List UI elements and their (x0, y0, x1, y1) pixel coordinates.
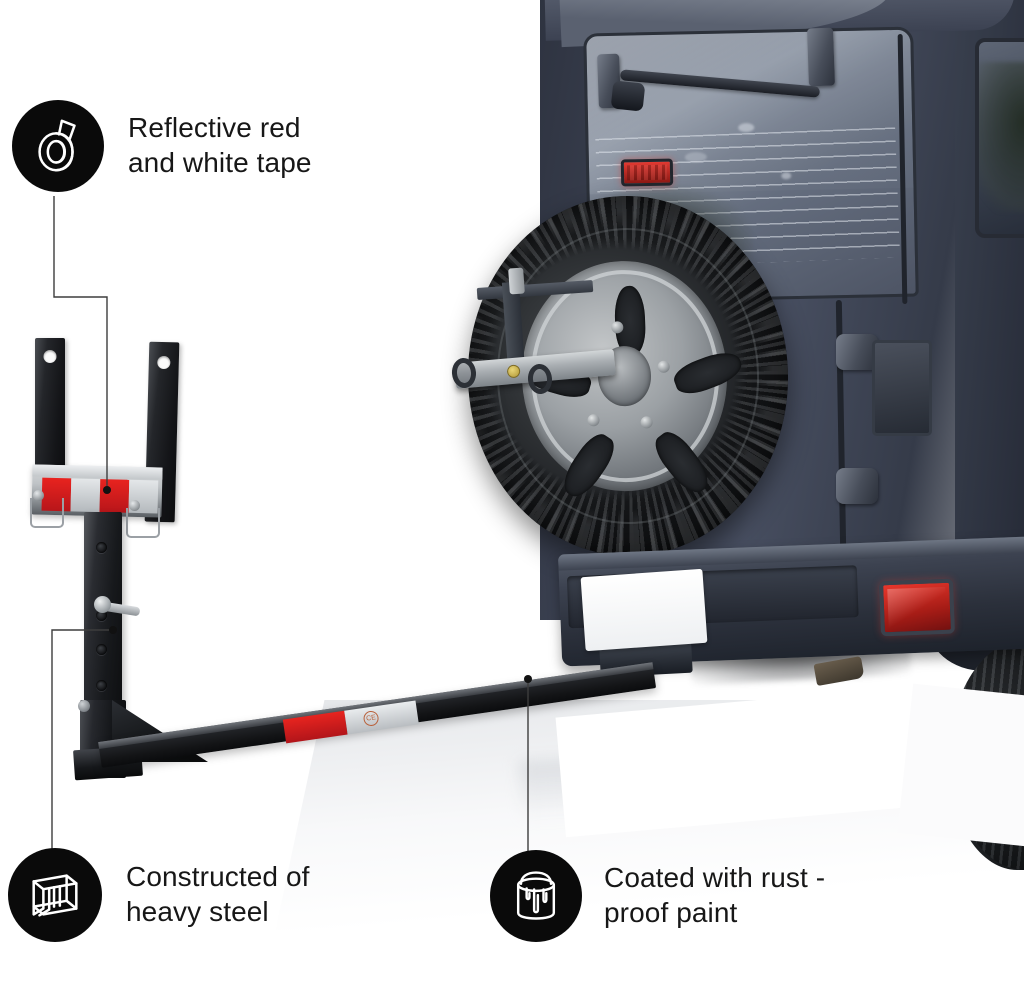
post-hole-3 (96, 644, 107, 655)
upright-left (35, 338, 65, 486)
clip-bolt-right (129, 500, 140, 511)
i-beam-icon (8, 848, 102, 942)
tape-roll-icon (12, 100, 104, 192)
post-hole-4 (96, 680, 107, 691)
tailgate-hinge-upper (836, 334, 878, 370)
leader-dot-steel (109, 626, 117, 634)
quarter-window (975, 38, 1024, 238)
callout-reflective-tape-label: Reflective red and white tape (128, 112, 312, 178)
locking-pin-head (94, 596, 111, 613)
callout-rust-proof-paint-label: Coated with rust - proof paint (604, 862, 826, 928)
callout-heavy-steel-label: Constructed of heavy steel (126, 861, 310, 927)
post-hole-2 (96, 610, 107, 621)
clip-bolt-left (33, 490, 44, 501)
callout-reflective-tape[interactable]: Reflective red and white tape (12, 100, 312, 192)
leader-dot-tape (103, 486, 111, 494)
leader-path-tape (53, 196, 108, 490)
telescoping-post (84, 512, 122, 730)
tailgate-hinge-lower (836, 468, 878, 504)
callout-rust-proof-paint[interactable]: Coated with rust - proof paint (490, 850, 825, 942)
leader-dot-paint (524, 675, 532, 683)
upright-left-hole (43, 350, 57, 363)
wire-clip-left (30, 498, 64, 528)
wire-clip-right (126, 508, 160, 538)
leader-path-steel (51, 629, 113, 876)
post-hole-1 (96, 542, 107, 553)
callout-heavy-steel[interactable]: Constructed of heavy steel (8, 848, 310, 942)
paint-bucket-icon (490, 850, 582, 942)
post-bolt (78, 700, 90, 712)
tail-lamp (872, 340, 932, 436)
